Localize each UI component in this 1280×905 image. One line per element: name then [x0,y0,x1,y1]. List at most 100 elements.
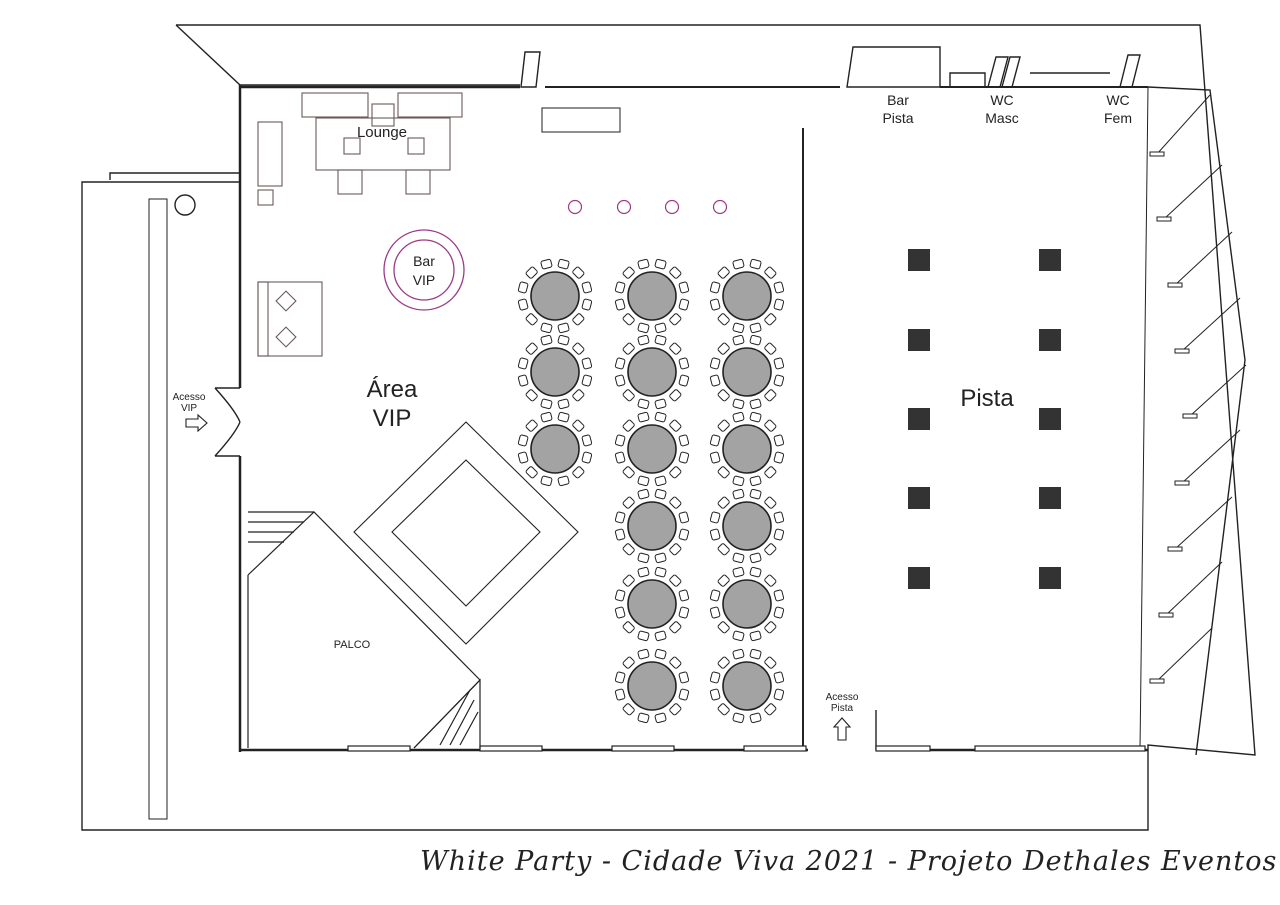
chair [622,543,635,556]
chair [581,357,593,370]
chair [654,552,667,564]
chair [749,334,762,346]
round-table [517,411,593,487]
chair [764,419,777,432]
table-top [722,271,772,321]
chair [749,552,762,564]
fin-base [1182,413,1198,419]
chair [773,434,785,447]
table-top [627,579,677,629]
acesso-vip-label-line2: VIP [181,403,197,414]
chair [732,398,745,410]
facade-fin [1165,561,1223,616]
pista-label: Pista [960,385,1014,412]
dance-square [1039,567,1061,589]
chair [572,266,585,279]
dance-square [908,408,930,430]
bar-pista-label-line1: Bar [887,92,909,108]
chair [678,688,690,701]
column-left [174,194,196,216]
chair [622,496,635,509]
area-vip-label-line2: VIP [373,405,412,432]
chair [622,703,635,716]
round-table [614,566,690,642]
chair [540,475,553,487]
chair [749,322,762,334]
dance-square [908,249,930,271]
chair [654,712,667,724]
chair [678,528,690,541]
chair [572,389,585,402]
table-top [722,347,772,397]
chair [581,298,593,311]
chair [717,656,730,669]
acesso-pista-arrow-icon [832,717,852,741]
chair [764,574,777,587]
chair [732,552,745,564]
palco-label: PALCO [334,639,371,651]
chair [732,488,745,500]
fin-base [1149,678,1165,684]
chair [749,488,762,500]
lounge-furniture [257,92,621,206]
dance-floor-squares [908,249,1061,589]
chair [525,313,538,326]
bar-vip-label-line1: Bar [413,253,435,269]
round-table [614,488,690,564]
chair [637,322,650,334]
chair [557,258,570,270]
chair [572,313,585,326]
chair [764,466,777,479]
round-table [709,258,785,334]
chair [654,258,667,270]
chair [764,656,777,669]
chair [678,298,690,311]
chair [709,671,721,684]
chair [557,475,570,487]
chair [717,621,730,634]
table-top [722,424,772,474]
round-table [517,258,593,334]
dance-square [1039,249,1061,271]
chair [517,451,529,464]
bar-vip-label-line2: VIP [413,272,436,288]
chair [764,313,777,326]
chair [678,374,690,387]
wc-masc-label-line2: Masc [985,110,1018,126]
stage [247,511,481,749]
fin-base [1156,216,1172,222]
chair [749,411,762,423]
chair [749,475,762,487]
chair [709,528,721,541]
chair [654,411,667,423]
table-top [530,347,580,397]
round-table [517,334,593,410]
chair [773,374,785,387]
chair [749,712,762,724]
fin-base [1149,151,1165,157]
chair [669,313,682,326]
table-top [627,271,677,321]
chair [773,671,785,684]
chair [678,357,690,370]
chair [654,648,667,660]
chair [614,281,626,294]
chair [637,488,650,500]
chair [732,712,745,724]
chair [614,434,626,447]
chair [614,688,626,701]
chair [732,411,745,423]
event-caption: White Party - Cidade Viva 2021 - Projeto… [420,846,1278,877]
dance-square [908,567,930,589]
table-top [722,501,772,551]
chair [709,589,721,602]
chair [717,342,730,355]
chair [717,313,730,326]
chair [764,342,777,355]
chair [654,566,667,578]
chair [581,434,593,447]
chair [717,574,730,587]
chair [614,451,626,464]
lounge-label: Lounge [357,124,407,141]
